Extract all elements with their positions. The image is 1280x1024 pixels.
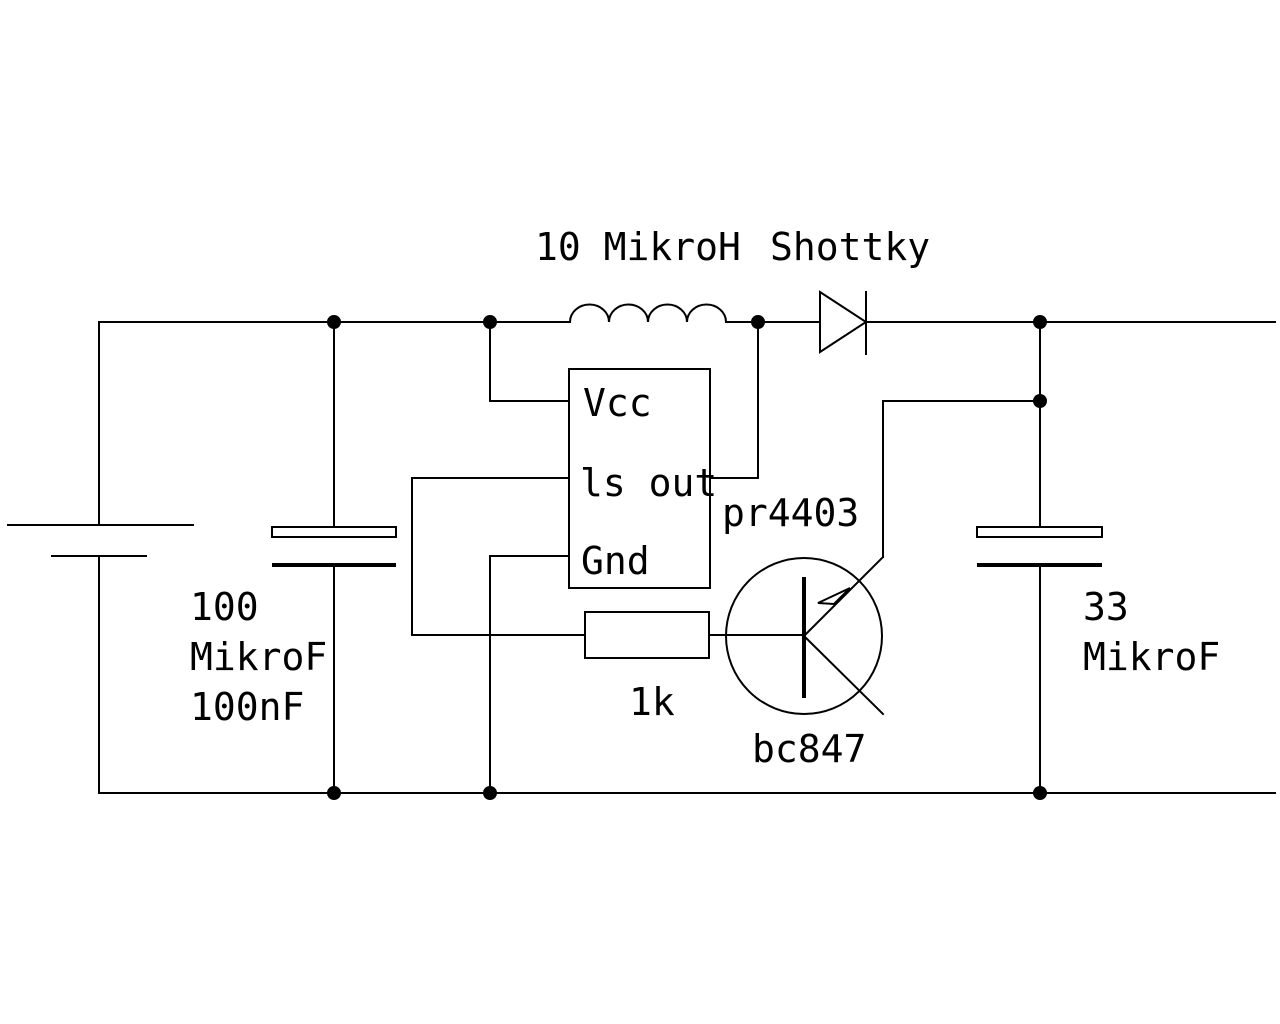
junction-dot [327, 315, 341, 329]
junction-dots [327, 315, 1047, 800]
transistor-label: bc847 [752, 727, 866, 771]
resistor-1k-symbol [411, 611, 805, 659]
output-capacitor-value-line2: MikroF [1083, 635, 1220, 679]
output-capacitor-value-line1: 33 [1083, 585, 1129, 629]
inductor-symbol [568, 303, 728, 324]
diode-label: Shottky [770, 225, 930, 269]
junction-dot [483, 786, 497, 800]
input-capacitor-value-line2: MikroF [190, 635, 327, 679]
input-capacitor-value-line1: 100 [190, 585, 259, 629]
ic-gnd-pin-label: Gnd [581, 539, 650, 583]
junction-dot [1033, 786, 1047, 800]
junction-dot [327, 786, 341, 800]
junction-dot [483, 315, 497, 329]
transistor-bc847-symbol [725, 400, 1041, 716]
inductor-label: 10 MikroH [535, 225, 741, 269]
input-capacitor-symbol [271, 321, 397, 794]
resistor-label: 1k [629, 680, 675, 724]
ic-lsout-pin-label: ls out [580, 461, 717, 505]
ic-name-label: pr4403 [722, 491, 859, 535]
junction-dot [1033, 315, 1047, 329]
input-capacitor-value-line3: 100nF [190, 685, 304, 729]
output-capacitor-symbol [976, 321, 1103, 794]
battery-symbol [7, 321, 194, 794]
schottky-diode-symbol [819, 290, 868, 355]
junction-dot [1033, 394, 1047, 408]
ic-vcc-pin-label: Vcc [583, 381, 652, 425]
junction-dot [751, 315, 765, 329]
ic-pr4403-symbol [411, 321, 759, 794]
